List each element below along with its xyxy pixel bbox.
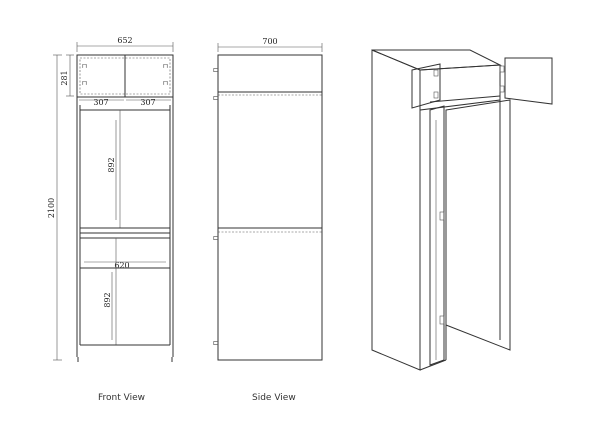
svg-text:⊓: ⊓ [82, 80, 87, 87]
isometric-view [371, 49, 553, 371]
svg-text:⊏: ⊏ [213, 95, 218, 102]
svg-text:⊓: ⊓ [163, 80, 168, 87]
svg-text:⊏: ⊏ [213, 235, 218, 242]
dim-overall-width: 652 [117, 36, 132, 45]
dim-top-left-half: 307 [93, 98, 108, 107]
dim-depth: 700 [262, 37, 277, 46]
svg-text:⊓: ⊓ [82, 63, 87, 70]
side-view-caption: Side View [252, 393, 296, 403]
svg-text:⊓: ⊓ [163, 63, 168, 70]
dim-top-height: 281 [60, 70, 69, 85]
side-view: 700 ⊏ ⊏ ⊏ ⊏ [213, 37, 323, 361]
dim-overall-height: 2100 [47, 198, 56, 218]
dim-upper-door-height: 892 [107, 157, 116, 172]
front-view: 652 2100 281 ⊓ ⊓ ⊓ ⊓ 307 307 [47, 36, 174, 362]
front-view-caption: Front View [98, 393, 145, 403]
svg-text:⊏: ⊏ [213, 67, 218, 74]
dim-inner-width: 620 [114, 261, 129, 270]
dim-lower-door-height: 892 [103, 292, 112, 307]
svg-text:⊏: ⊏ [213, 340, 218, 347]
dim-top-right-half: 307 [140, 98, 155, 107]
